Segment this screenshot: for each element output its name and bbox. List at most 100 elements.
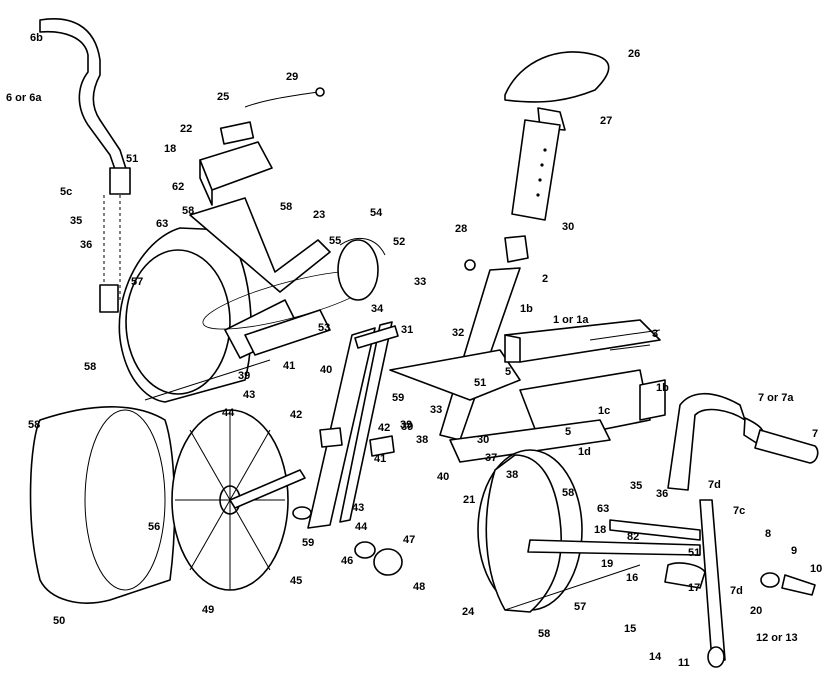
label: 1b bbox=[520, 303, 533, 315]
label: 56 bbox=[148, 521, 160, 533]
label: 49 bbox=[202, 604, 214, 616]
seat bbox=[504, 51, 610, 131]
shroud-right bbox=[477, 449, 641, 613]
label: 42 bbox=[290, 409, 302, 421]
label: 51 bbox=[126, 153, 138, 165]
label: 7 bbox=[812, 428, 818, 440]
handlebar-right bbox=[667, 392, 819, 668]
label: 51 bbox=[474, 377, 486, 389]
label: 59 bbox=[302, 537, 314, 549]
label: 33 bbox=[414, 276, 426, 288]
label: 18 bbox=[164, 143, 176, 155]
label: 7c bbox=[733, 505, 745, 517]
part-labels: 6b 6 or 6a 51 18 62 5c 35 36 63 57 58 22… bbox=[6, 32, 822, 669]
left-shroud bbox=[118, 227, 271, 403]
label: 36 bbox=[80, 239, 92, 251]
top-frame bbox=[189, 197, 331, 359]
label: 25 bbox=[217, 91, 229, 103]
label: 23 bbox=[313, 209, 325, 221]
label: 37 bbox=[485, 452, 497, 464]
label: 46 bbox=[341, 555, 353, 567]
pulleys bbox=[292, 506, 403, 576]
label: 7d bbox=[730, 585, 743, 597]
seat-clamp bbox=[464, 235, 529, 271]
label: 59 bbox=[392, 392, 404, 404]
label: 44 bbox=[222, 407, 235, 419]
label: 9 bbox=[791, 545, 797, 557]
label: 63 bbox=[156, 218, 168, 230]
label: 58 bbox=[280, 201, 292, 213]
label: 44 bbox=[355, 521, 368, 533]
label: 55 bbox=[329, 235, 341, 247]
label: 52 bbox=[393, 236, 405, 248]
label: 53 bbox=[318, 322, 330, 334]
label: 7 or 7a bbox=[758, 392, 794, 404]
label: 17 bbox=[688, 582, 700, 594]
label: 62 bbox=[172, 181, 184, 193]
label: 35 bbox=[70, 215, 82, 227]
label: 30 bbox=[477, 434, 489, 446]
label: 33 bbox=[430, 404, 442, 416]
label: 39 bbox=[238, 370, 250, 382]
label: 14 bbox=[649, 651, 662, 663]
label: 38 bbox=[416, 434, 428, 446]
label: 3 bbox=[652, 328, 658, 340]
label: 29 bbox=[286, 71, 298, 83]
label: 27 bbox=[600, 115, 612, 127]
label: 82 bbox=[627, 531, 639, 543]
label: 39 bbox=[400, 419, 412, 431]
top-housing bbox=[199, 87, 325, 206]
label: 45 bbox=[290, 575, 302, 587]
label: 19 bbox=[601, 558, 613, 570]
label: 18 bbox=[594, 524, 606, 536]
label: 10 bbox=[810, 563, 822, 575]
tension-mast bbox=[307, 321, 399, 529]
handlebar-left bbox=[39, 18, 131, 313]
label: 16 bbox=[626, 572, 638, 584]
pedal-assembly bbox=[527, 519, 816, 596]
label: 22 bbox=[180, 123, 192, 135]
label: 42 bbox=[378, 422, 390, 434]
label: 32 bbox=[452, 327, 464, 339]
label: 41 bbox=[283, 360, 295, 372]
label: 5c bbox=[60, 186, 72, 198]
label: 35 bbox=[630, 480, 642, 492]
label: 43 bbox=[243, 389, 255, 401]
label: 34 bbox=[371, 303, 384, 315]
label: 5 bbox=[505, 366, 511, 378]
label: 58 bbox=[182, 205, 194, 217]
drive-belt bbox=[202, 237, 386, 330]
label: 21 bbox=[463, 494, 475, 506]
label: 6 or 6a bbox=[6, 92, 42, 104]
label: 41 bbox=[374, 453, 386, 465]
label: 40 bbox=[320, 364, 332, 376]
label: 40 bbox=[437, 471, 449, 483]
label: 12 or 13 bbox=[756, 632, 798, 644]
main-frame bbox=[389, 267, 666, 463]
label: 57 bbox=[131, 276, 143, 288]
label: 36 bbox=[656, 488, 668, 500]
label: 38 bbox=[506, 469, 518, 481]
label: 43 bbox=[352, 502, 364, 514]
label: 63 bbox=[597, 503, 609, 515]
label: 48 bbox=[413, 581, 425, 593]
label: 39 bbox=[401, 421, 413, 433]
label: 8 bbox=[765, 528, 771, 540]
label: 58 bbox=[84, 361, 96, 373]
label: 15 bbox=[624, 623, 636, 635]
label: 57 bbox=[574, 601, 586, 613]
label: 26 bbox=[628, 48, 640, 60]
label: 11 bbox=[678, 657, 690, 669]
label: 47 bbox=[403, 534, 415, 546]
label: 51 bbox=[688, 547, 700, 559]
shroud-left-front bbox=[29, 406, 176, 604]
label: 1b bbox=[656, 382, 669, 394]
label: 5 bbox=[565, 426, 571, 438]
label: 30 bbox=[562, 221, 574, 233]
label: 1c bbox=[598, 405, 610, 417]
fan-wheel bbox=[171, 409, 306, 591]
label: 24 bbox=[462, 606, 475, 618]
label: 20 bbox=[750, 605, 762, 617]
label: 28 bbox=[455, 223, 467, 235]
